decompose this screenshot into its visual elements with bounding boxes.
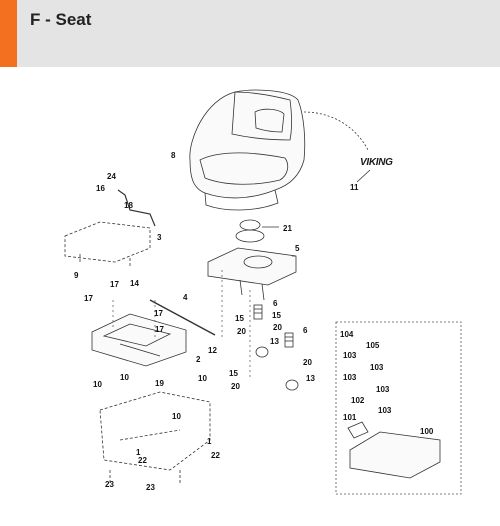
inset-box [335,321,462,495]
part-label-12: 12 [208,346,217,355]
part-label-2: 2 [196,355,201,364]
part-label-9: 9 [74,271,79,280]
base-plate-part [347,421,441,479]
part-label-24: 24 [107,172,116,181]
part-label-20c: 20 [303,358,312,367]
part-label-3: 3 [157,233,162,242]
part-label-103d: 103 [376,385,390,394]
part-label-10c: 10 [93,380,102,389]
part-label-10b: 10 [198,374,207,383]
part-label-17b: 17 [84,294,93,303]
seat-part [189,89,306,211]
part-label-20b: 20 [237,327,246,336]
part-label-102: 102 [351,396,365,405]
part-label-22a: 22 [211,451,220,460]
adjust-lever-part [117,189,156,227]
header-accent-bar [0,0,17,67]
part-label-15c: 15 [229,369,238,378]
part-label-17a: 17 [110,280,119,289]
bumper-part [285,379,299,391]
part-label-103e: 103 [378,406,392,415]
part-label-17d: 17 [155,325,164,334]
seat-exploded-diagram [64,89,462,495]
part-label-6b: 6 [303,326,308,335]
part-label-22b: 22 [138,456,147,465]
page-title: F - Seat [30,10,92,29]
part-label-21: 21 [283,224,292,233]
spring-part [253,304,294,348]
part-label-23b: 23 [146,483,155,492]
part-label-13a: 13 [270,337,279,346]
part-label-11: 11 [350,183,359,192]
mounting-plate-part [207,247,297,301]
part-label-103b: 103 [370,363,384,372]
rod-part [149,299,216,336]
part-label-1b: 1 [136,448,141,457]
chassis-part [99,391,211,485]
part-label-10d: 10 [172,412,181,421]
part-label-15a: 15 [272,311,281,320]
part-label-103c: 103 [343,373,357,382]
part-label-100: 100 [420,427,434,436]
part-label-4: 4 [183,293,188,302]
part-label-23a: 23 [105,480,114,489]
part-label-103a: 103 [343,351,357,360]
part-label-14: 14 [130,279,139,288]
part-label-6a: 6 [273,299,278,308]
part-label-15b: 15 [235,314,244,323]
bumper-part [255,346,269,358]
part-label-101: 101 [343,413,357,422]
part-label-20d: 20 [231,382,240,391]
bump-stop-part [235,219,279,243]
part-label-20a: 20 [273,323,282,332]
part-label-5: 5 [295,244,300,253]
part-label-10a: 10 [120,373,129,382]
part-label-8: 8 [171,151,176,160]
page-header: F - Seat [0,0,500,67]
part-label-105: 105 [366,341,380,350]
part-label-19: 19 [155,379,164,388]
part-label-17c: 17 [154,309,163,318]
part-label-1a: 1 [207,437,212,446]
seat-bracket-part [91,313,187,367]
part-label-16: 16 [96,184,105,193]
part-label-104: 104 [340,330,354,339]
part-label-18: 18 [124,201,133,210]
part-label-13b: 13 [306,374,315,383]
viking-logo: VIKING [360,157,393,168]
seat-frame-part [64,221,151,268]
